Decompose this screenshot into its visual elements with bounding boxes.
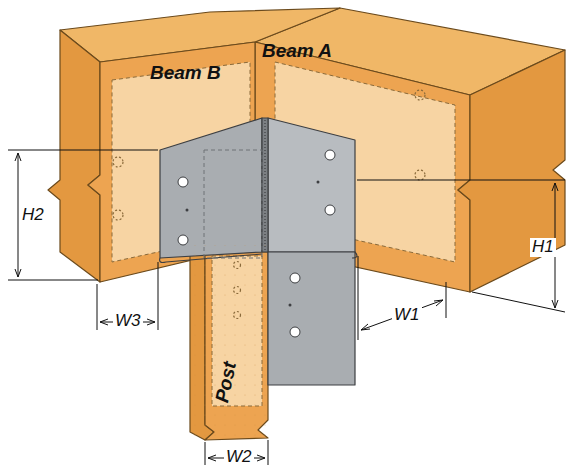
part-label: Beam B xyxy=(150,62,221,84)
part-label: Beam A xyxy=(262,40,332,62)
dimension-label: H2 xyxy=(20,206,46,225)
dimension-label: W1 xyxy=(392,306,422,325)
dimension-label: W3 xyxy=(113,312,143,331)
post xyxy=(190,245,268,440)
dimension-lines xyxy=(8,150,565,465)
dimension-label: H1 xyxy=(530,238,556,257)
part-name: Beam B xyxy=(150,62,221,84)
dimension-label: W2 xyxy=(224,448,254,467)
beam-a xyxy=(255,8,565,292)
part-name: Beam A xyxy=(262,40,332,62)
